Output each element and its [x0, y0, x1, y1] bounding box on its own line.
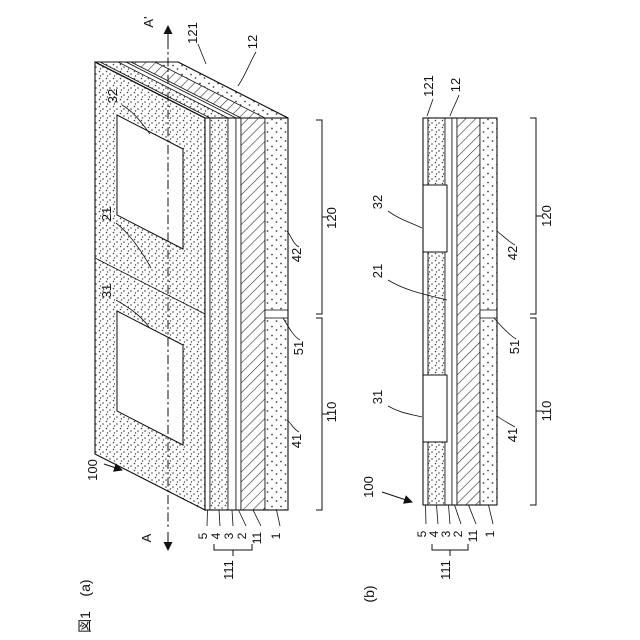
electrode-32-region — [422, 184, 448, 253]
leader-41 — [286, 419, 300, 433]
figure-title: 図1 — [77, 611, 93, 633]
stack-outline — [422, 117, 498, 506]
ref-label-100: 100 — [361, 476, 376, 498]
bracket-110 — [316, 317, 328, 511]
layer-11-section — [456, 117, 481, 506]
ref-label-31: 31 — [99, 284, 114, 298]
leader-21 — [115, 222, 152, 269]
ref-label-100: 100 — [85, 459, 100, 481]
ref-label-41: 41 — [289, 434, 304, 448]
leader-42 — [496, 230, 516, 246]
layer-number-1: 1 — [483, 530, 497, 537]
bracket-120 — [316, 119, 328, 315]
arrow-100 — [103, 463, 123, 472]
bracket-111 — [213, 544, 253, 556]
layer-number-2: 2 — [451, 530, 465, 537]
subfigure-a-label: (a) — [77, 579, 93, 596]
layer-5-section — [422, 117, 429, 506]
leader-121 — [426, 98, 434, 117]
ref-label-111: 111 — [438, 560, 453, 580]
layer-3-section — [227, 117, 237, 511]
bottom-leaders-a — [206, 509, 281, 527]
leader-32 — [121, 104, 151, 135]
ref-label-32: 32 — [370, 195, 385, 209]
leader-121 — [197, 43, 207, 65]
layer-number-3: 3 — [222, 532, 236, 539]
leader-21 — [387, 279, 448, 301]
section-label-a: A — [139, 533, 154, 542]
ref-label-121: 121 — [421, 75, 436, 97]
section-label-a-prime: A' — [141, 16, 156, 27]
ref-label-51: 51 — [291, 341, 306, 355]
leader-12 — [449, 94, 460, 117]
leader-42 — [286, 230, 300, 248]
ref-label-120: 120 — [324, 207, 339, 229]
layer-11-section — [240, 117, 266, 511]
ref-label-21: 21 — [99, 207, 114, 221]
layer-stack-b — [422, 117, 498, 506]
bracket-111 — [431, 544, 469, 556]
ref-label-120: 120 — [539, 205, 554, 227]
ref-label-110: 110 — [539, 401, 554, 422]
layer-number-1: 1 — [269, 532, 283, 539]
bottom-leaders-b — [425, 504, 494, 525]
electrode-32-region — [116, 114, 184, 250]
ref-label-110: 110 — [324, 402, 339, 423]
ref-label-51: 51 — [507, 340, 522, 354]
subfigure-b-label: (b) — [361, 585, 377, 602]
leader-31 — [387, 405, 423, 418]
electrode-31-region — [422, 374, 448, 443]
layer-4-section — [209, 117, 229, 511]
leader-41 — [496, 415, 516, 428]
top-face-layer-lines — [99, 61, 266, 119]
face-region-boundary — [94, 257, 206, 315]
leader-51 — [493, 317, 517, 340]
layer-stack-a — [204, 117, 289, 511]
ref-label-32: 32 — [105, 89, 120, 103]
bracket-120 — [530, 117, 542, 315]
leader-12 — [237, 51, 257, 87]
layer-number-3: 3 — [439, 530, 453, 537]
ref-label-21: 21 — [370, 264, 385, 278]
ref-label-41: 41 — [505, 428, 520, 442]
layer-number-4: 4 — [209, 532, 223, 539]
ref-label-31: 31 — [370, 390, 385, 404]
layer-number-11: 11 — [250, 531, 264, 544]
arrow-100 — [381, 491, 413, 504]
top-face-layer1-band — [155, 62, 288, 118]
figure-b: 121 12 32 21 31 100 42 51 41 120 110 — [361, 75, 554, 580]
stack-outline — [204, 117, 289, 511]
top-face-layer4-band — [100, 62, 228, 118]
electrode-31-region — [116, 310, 184, 446]
layer-number-2: 2 — [235, 532, 249, 539]
ref-label-111: 111 — [221, 560, 236, 580]
layer-3-section — [444, 117, 453, 506]
bracket-110 — [530, 317, 542, 506]
layer-2-section — [235, 117, 242, 511]
layer-number-11: 11 — [466, 529, 480, 542]
top-face-layer11-band — [131, 62, 265, 118]
seam-51-gap — [479, 309, 498, 319]
layer-4-section — [427, 117, 446, 506]
ref-label-12: 12 — [448, 78, 463, 92]
layer-number-4: 4 — [427, 530, 441, 537]
seam-51-gap — [264, 309, 289, 319]
layer-5-section — [204, 117, 211, 511]
layer-number-5: 5 — [196, 532, 210, 539]
ref-label-12: 12 — [245, 35, 260, 49]
leader-51 — [282, 317, 301, 341]
figure-a: A' A 121 12 32 21 31 100 42 51 41 120 11… — [85, 16, 339, 579]
layer-number-5: 5 — [415, 530, 429, 537]
ref-label-42: 42 — [289, 248, 304, 262]
ref-label-121: 121 — [185, 22, 200, 44]
ref-label-42: 42 — [505, 246, 520, 260]
layer-2-section — [451, 117, 458, 506]
leader-31 — [115, 299, 150, 328]
leader-32 — [387, 210, 423, 229]
